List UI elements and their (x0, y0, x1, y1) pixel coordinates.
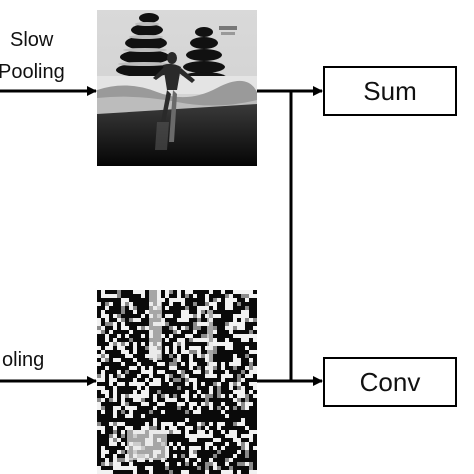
fast-pathway-image (97, 290, 257, 474)
slow-pathway-image (97, 10, 257, 166)
slow-pooling-label-line2: Pooling (0, 61, 65, 83)
slow-pooling-label-line1: Slow (10, 29, 54, 51)
sum-label: Sum (363, 75, 417, 106)
fast-pooling-label: oling (2, 349, 45, 371)
sum-box: Sum (323, 66, 457, 116)
conv-box: Conv (323, 357, 457, 407)
conv-label: Conv (359, 366, 421, 397)
